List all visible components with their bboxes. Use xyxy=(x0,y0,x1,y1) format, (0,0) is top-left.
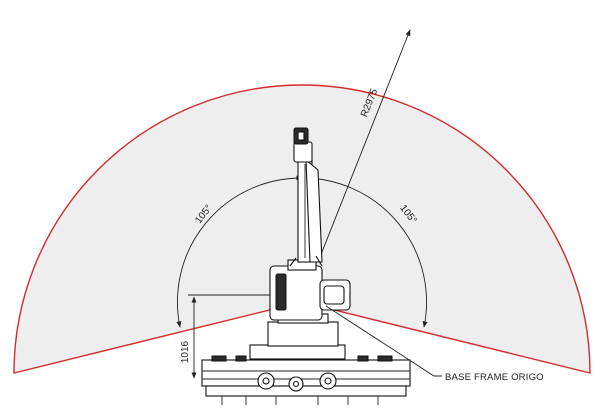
radius-dimension-line xyxy=(317,29,411,263)
track-wheels xyxy=(257,372,337,392)
robot-wrist xyxy=(293,141,313,163)
base-frame-origo-label: BASE FRAME ORIGO xyxy=(445,372,544,383)
working-envelope-boundary xyxy=(13,84,591,374)
track-feet xyxy=(221,396,379,405)
left-angle-arc xyxy=(176,175,303,328)
origin-leader-line xyxy=(325,305,442,377)
track-bolts xyxy=(211,355,393,362)
height-label: 1016 xyxy=(180,340,191,363)
base-frame xyxy=(201,344,411,405)
robot xyxy=(267,127,351,347)
robot-pedestal xyxy=(267,321,339,347)
